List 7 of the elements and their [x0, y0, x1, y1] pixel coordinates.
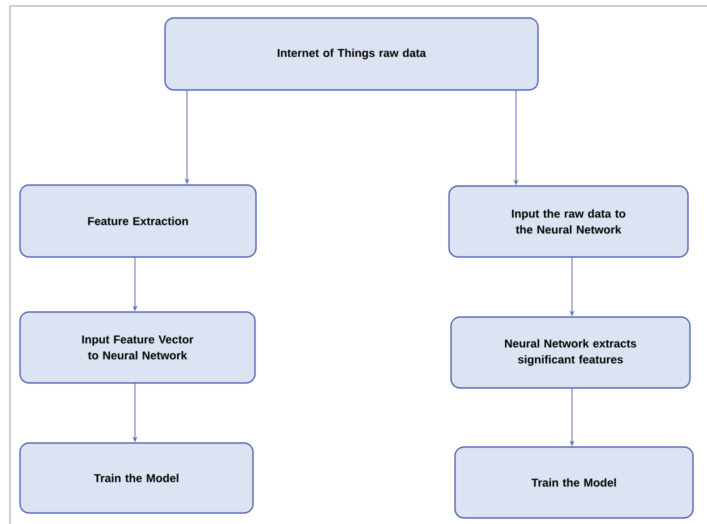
- process-box: Internet of Things raw data: [164, 17, 539, 91]
- process-box: Input the raw data to the Neural Network: [448, 185, 689, 258]
- process-box: Train the Model: [454, 446, 694, 519]
- process-box: Neural Network extracts significant features: [450, 316, 691, 389]
- process-box: Train the Model: [19, 442, 254, 514]
- process-box: Input Feature Vector to Neural Network: [19, 311, 256, 384]
- process-box: Feature Extraction: [19, 184, 257, 258]
